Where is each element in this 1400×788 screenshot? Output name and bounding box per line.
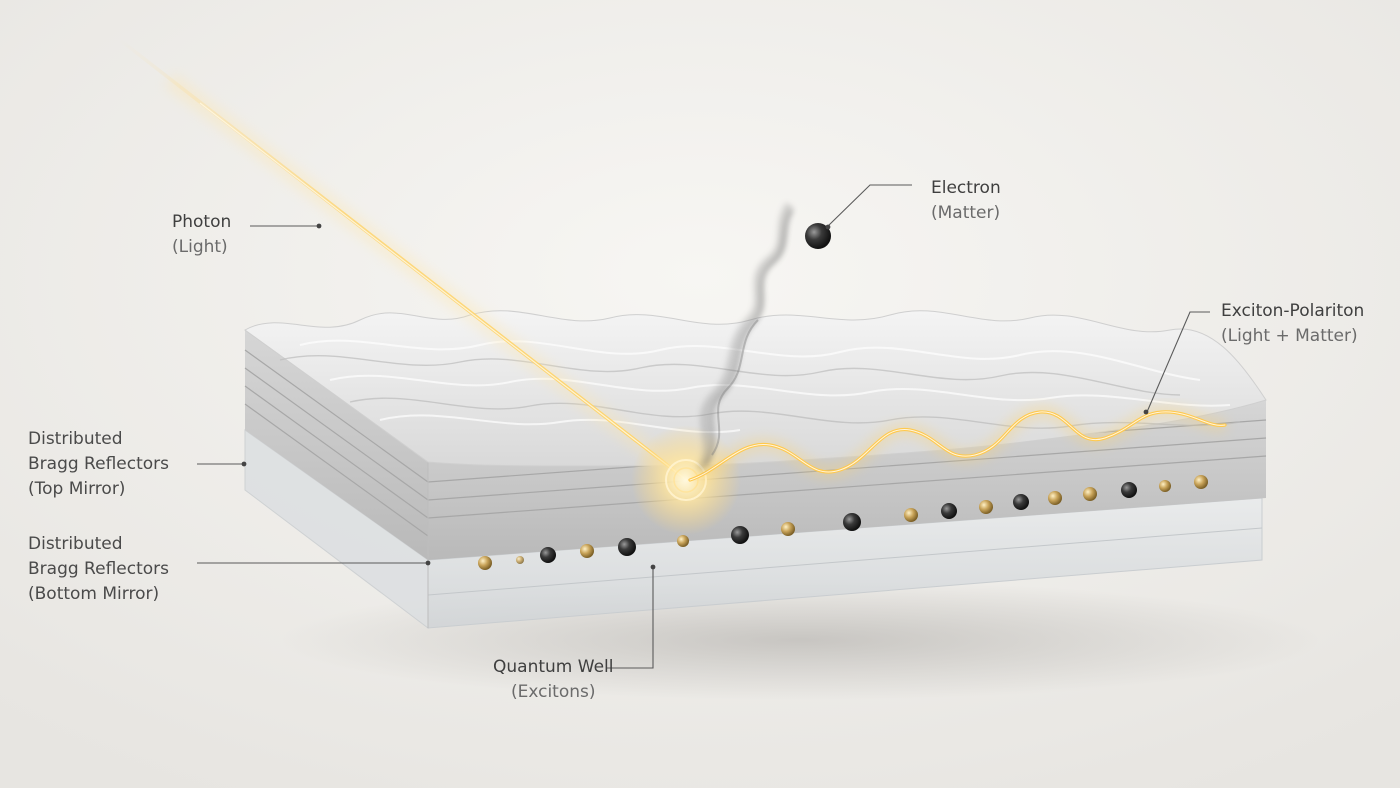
quantum-well-leader bbox=[606, 568, 654, 669]
electron-particle bbox=[618, 538, 636, 556]
mirror-stack bbox=[244, 330, 1267, 628]
leader-lines bbox=[197, 184, 1210, 669]
electron-trail bbox=[696, 202, 794, 473]
electron-particle bbox=[1013, 494, 1029, 510]
photon-beam bbox=[118, 38, 689, 485]
electron-particle bbox=[540, 547, 556, 563]
polariton-leader bbox=[1146, 311, 1210, 413]
electron-label-secondary: (Matter) bbox=[931, 203, 1001, 223]
bottom-mirror-line2: Bragg Reflectors bbox=[28, 559, 169, 579]
top-mirror-label: Distributed Bragg Reflectors (Top Mirror… bbox=[28, 427, 169, 502]
exciton-particle bbox=[904, 508, 918, 522]
impact-glow bbox=[631, 425, 741, 535]
electron-particle bbox=[941, 503, 957, 519]
bottom-mirror-label: Distributed Bragg Reflectors (Bottom Mir… bbox=[28, 532, 169, 607]
top-mirror-line1: Distributed bbox=[28, 429, 123, 449]
exciton-particle bbox=[979, 500, 993, 514]
photon-label-secondary: (Light) bbox=[172, 237, 228, 257]
polariton-label-secondary: (Light + Matter) bbox=[1221, 326, 1358, 346]
polariton-wave bbox=[687, 405, 1227, 486]
exciton-particle bbox=[1194, 475, 1208, 489]
quantum-well-label: Quantum Well (Excitons) bbox=[493, 655, 613, 705]
exciton-particle bbox=[580, 544, 594, 558]
bottom-mirror-line1: Distributed bbox=[28, 534, 123, 554]
exciton-particle bbox=[1159, 480, 1171, 492]
quantum-well-particles bbox=[478, 475, 1208, 570]
electron-particle bbox=[843, 513, 861, 531]
exciton-particle bbox=[1083, 487, 1097, 501]
polariton-label: Exciton-Polariton (Light + Matter) bbox=[1221, 299, 1364, 349]
exciton-particle bbox=[781, 522, 795, 536]
electron-particle bbox=[731, 526, 749, 544]
electron-label-primary: Electron bbox=[931, 178, 1001, 198]
quantum-well-label-primary: Quantum Well bbox=[493, 657, 614, 677]
exciton-particle bbox=[478, 556, 492, 570]
polariton-label-primary: Exciton-Polariton bbox=[1221, 301, 1365, 321]
exciton-particle bbox=[1048, 491, 1062, 505]
electron-particle bbox=[805, 223, 831, 249]
photon-label: Photon (Light) bbox=[172, 210, 231, 260]
exciton-particle bbox=[516, 556, 524, 564]
electron-particle bbox=[1121, 482, 1137, 498]
top-mirror-line2: Bragg Reflectors bbox=[28, 454, 169, 474]
exciton-particle bbox=[677, 535, 689, 547]
top-mirror-line3: (Top Mirror) bbox=[28, 479, 126, 499]
quantum-well-label-secondary: (Excitons) bbox=[510, 682, 596, 702]
electron-leader bbox=[827, 184, 912, 227]
electron-label: Electron (Matter) bbox=[931, 176, 1001, 226]
photon-label-primary: Photon bbox=[172, 212, 232, 232]
bottom-mirror-line3: (Bottom Mirror) bbox=[28, 584, 160, 604]
